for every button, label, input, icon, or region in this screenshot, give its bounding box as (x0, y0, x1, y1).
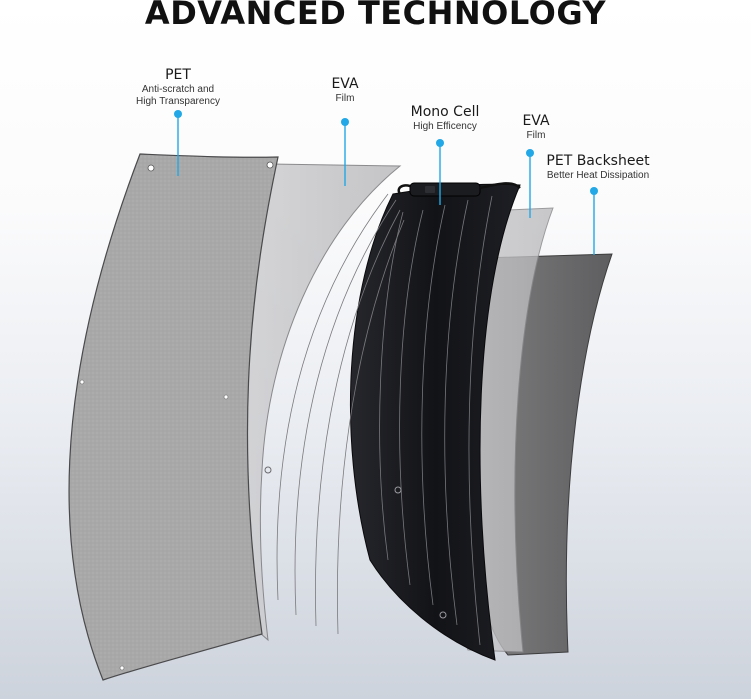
layer-name: PET Backsheet (546, 153, 650, 169)
pet-front-layer (68, 153, 279, 681)
callout-pin-eva-front (341, 118, 349, 186)
layer-desc: Film (335, 93, 355, 104)
layer-name: Mono Cell (410, 104, 480, 120)
junction-box (397, 182, 521, 197)
label-eva-rear: EVA Film (496, 113, 576, 142)
layer-desc: High Transparency (136, 96, 220, 107)
label-mono-cell: Mono Cell High Efficency (395, 104, 495, 133)
callout-pin-pet (174, 110, 182, 176)
callout-pin-eva-rear (526, 149, 534, 218)
mono-cell-layer (349, 183, 521, 661)
label-eva-front: EVA Film (305, 76, 385, 105)
callout-pin-pet-backsheet (590, 187, 598, 255)
layer-name: PET (165, 67, 191, 83)
layer-desc: Film (526, 130, 546, 141)
layer-name: EVA (522, 113, 550, 129)
callout-pin-mono-cell (436, 139, 444, 205)
page-title: ADVANCED TECHNOLOGY (144, 0, 607, 32)
layer-desc: Better Heat Dissipation (546, 170, 650, 181)
eva-film-front-layer (232, 163, 405, 642)
layer-desc: High Efficency (413, 121, 477, 132)
label-pet-backsheet: PET Backsheet Better Heat Dissipation (532, 153, 664, 182)
layer-name: EVA (331, 76, 359, 92)
layer-desc: Anti-scratch and (141, 84, 215, 95)
label-pet: PET Anti-scratch and High Transparency (118, 67, 238, 108)
